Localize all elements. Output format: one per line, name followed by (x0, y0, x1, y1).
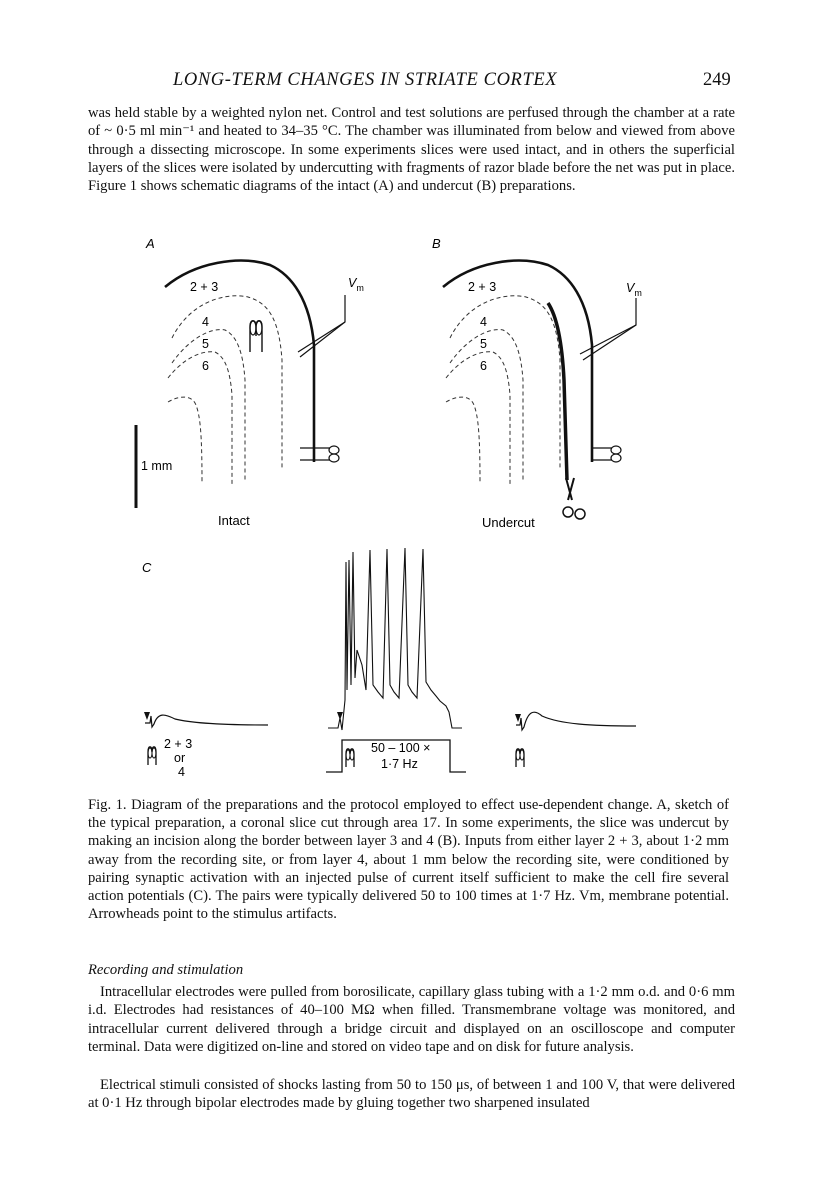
panel-b-layer-boundary-3 (445, 351, 511, 485)
running-head: LONG-TERM CHANGES IN STRIATE CORTEX (173, 70, 558, 90)
panel-a-layer-boundary-4 (167, 396, 203, 483)
panel-c-stim-line2: or (174, 751, 185, 765)
panel-a-layer-boundary-3 (167, 351, 233, 485)
panel-c-stimulus-electrode-icon-right (515, 748, 525, 767)
recording-paragraph: Intracellular electrodes were pulled fro… (88, 984, 735, 1055)
panel-b-layer-boundary-4 (445, 396, 481, 483)
panel-a-layer-boundary-1 (171, 295, 283, 470)
panel-b-layer-6-label: 6 (480, 359, 487, 373)
panel-a-letter: A (145, 236, 155, 251)
panel-a-layer-6-label: 6 (202, 359, 209, 373)
panel-b-letter: B (432, 236, 441, 251)
panel-c-letter: C (142, 560, 152, 575)
scissors-icon (562, 477, 586, 520)
panel-a-vm-label: Vm (348, 276, 364, 293)
panel-a-stimulating-electrode-icon (249, 320, 263, 352)
panel-b-layer-4-label: 4 (480, 315, 487, 329)
panel-b-layer-boundary-2 (449, 329, 524, 480)
panel-c-psp-trace-after (516, 711, 637, 732)
panel-b-layer-23-label: 2 + 3 (468, 280, 496, 294)
panel-a-white-matter-electrode-icon (300, 445, 340, 463)
panel-c-pairing-count: 50 – 100 × (371, 741, 430, 755)
panel-a-recording-electrode-icon (297, 295, 346, 358)
page-number: 249 (703, 70, 731, 90)
panel-b-pial-surface (442, 259, 594, 462)
stimulation-paragraph: Electrical stimuli consisted of shocks l… (88, 1077, 735, 1112)
panel-c-stim-line1: 2 + 3 (164, 737, 192, 751)
panel-c-stim-line3: 4 (178, 765, 185, 779)
panel-c-current-pulse (326, 739, 466, 773)
panel-c-stimulus-electrode-icon-center (345, 748, 355, 767)
panel-b: B 2 + 3 4 5 6 Vm Undercut (432, 236, 642, 530)
panel-b-layer-boundary-1 (449, 295, 561, 470)
panel-a: A 2 + 3 4 5 6 Vm 1 mm Inta (134, 236, 364, 528)
section-heading: Recording and stimulation (88, 962, 244, 978)
panel-a-scale-bar-label: 1 mm (141, 459, 172, 473)
panel-b-white-matter-electrode-icon (593, 445, 622, 463)
panel-c-stimulus-arrowhead-center (337, 712, 343, 720)
panel-c-psp-trace-before (145, 714, 269, 729)
figure-caption: Fig. 1. Diagram of the preparations and … (88, 797, 729, 923)
panel-c-paired-trace (328, 547, 462, 731)
panel-a-layer-23-label: 2 + 3 (190, 280, 218, 294)
panel-b-recording-electrode-icon (579, 298, 637, 361)
panel-a-layer-boundary-2 (171, 329, 246, 480)
panel-a-intact-label: Intact (218, 513, 250, 528)
panel-b-layer-5-label: 5 (480, 337, 487, 351)
panel-c-pairing-frequency: 1·7 Hz (381, 757, 418, 771)
panel-b-undercut-incision (546, 302, 569, 481)
panel-c-stimulus-arrowhead-left (144, 712, 150, 720)
intro-paragraph: was held stable by a weighted nylon net.… (88, 105, 735, 195)
panel-a-layer-4-label: 4 (202, 315, 209, 329)
panel-a-pial-surface (164, 259, 316, 462)
panel-c-stimulus-electrode-icon-left (147, 746, 157, 765)
panel-c: C 2 + 3 or 4 50 – 100 × 1·7 Hz (142, 547, 637, 779)
figure-1: A 2 + 3 4 5 6 Vm 1 mm Inta (134, 236, 642, 779)
panel-b-vm-label: Vm (626, 281, 642, 298)
panel-b-undercut-label: Undercut (482, 515, 535, 530)
panel-c-stimulus-arrowhead-right (515, 714, 521, 722)
panel-a-layer-5-label: 5 (202, 337, 209, 351)
